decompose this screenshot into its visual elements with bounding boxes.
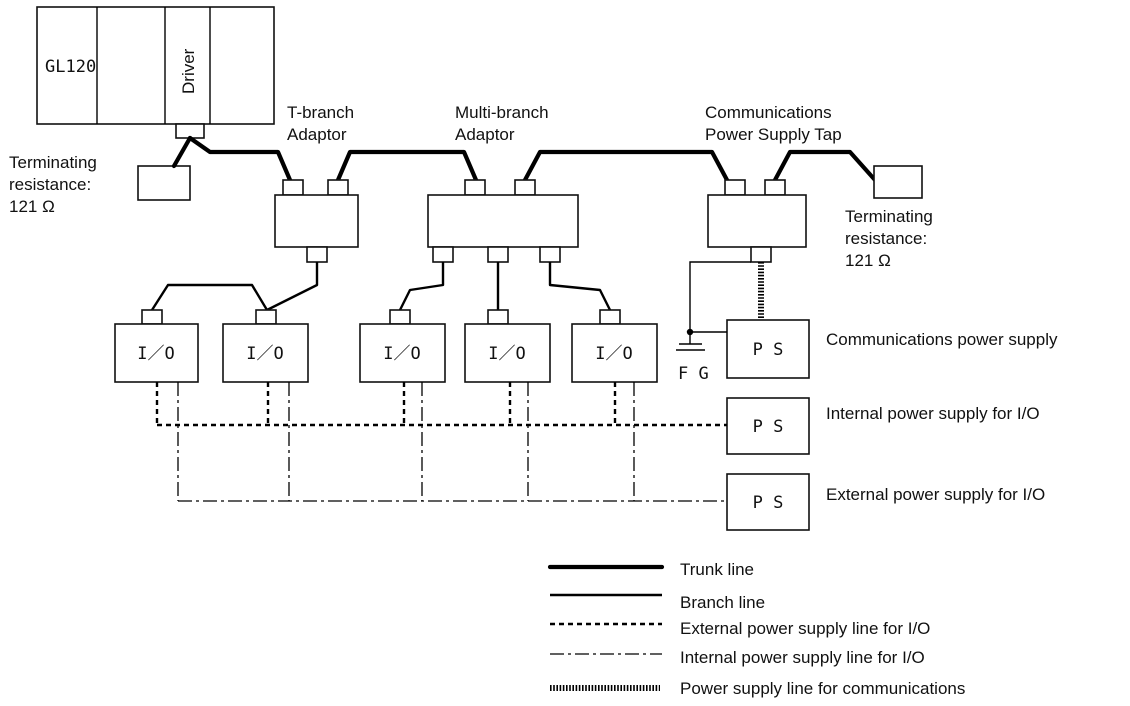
multi-branch-label-line2: Adaptor — [455, 125, 515, 144]
connector — [141, 309, 163, 325]
multi-branch-body — [427, 194, 579, 248]
trunk-segment — [772, 149, 878, 183]
io-unit: I／O — [114, 309, 199, 383]
terminating-resistor-right — [873, 165, 923, 199]
io-box — [359, 323, 446, 383]
connector — [389, 309, 411, 325]
term-left-line1: Terminating — [9, 153, 97, 172]
ps-description: External power supply for I/O — [826, 485, 1045, 504]
dashdot-power-line — [177, 382, 727, 502]
connector — [282, 179, 304, 196]
legend-label: External power supply line for I/O — [680, 619, 930, 638]
connector — [487, 246, 509, 263]
t-branch-body — [274, 194, 359, 248]
connector — [599, 309, 621, 325]
io-label: I／O — [595, 344, 632, 364]
branch-lines — [150, 262, 612, 312]
branch-segment — [398, 262, 445, 311]
trunk-segment — [187, 135, 293, 183]
branch-segment — [548, 262, 612, 311]
controller-unit: GL120 Driver — [36, 6, 275, 139]
io-label: I／O — [137, 344, 174, 364]
legend-label: Power supply line for communications — [680, 679, 965, 698]
connector — [464, 179, 486, 196]
connector — [750, 246, 772, 263]
ps-label: P S — [753, 493, 784, 513]
internal-power-supply-box — [726, 397, 810, 455]
legend-label: Trunk line — [680, 560, 754, 579]
driver-label: Driver — [179, 48, 198, 94]
driver-connector — [175, 123, 205, 139]
trunk-segment — [171, 135, 193, 169]
term-left-line3: 121 Ω — [9, 197, 55, 216]
multi-branch-adaptor — [427, 179, 579, 263]
t-branch-adaptor — [274, 179, 359, 263]
connector — [255, 309, 277, 325]
io-label: I／O — [488, 344, 525, 364]
io-units: I／O I／O I／O I／O I／O — [114, 309, 658, 383]
comm-tap-label-line1: Communications — [705, 103, 832, 122]
io-unit: I／O — [359, 309, 446, 383]
communications-power-supply-box — [726, 319, 810, 379]
trunk-line — [171, 135, 878, 183]
terminating-resistor-left — [137, 165, 191, 201]
io-label: I／O — [383, 344, 420, 364]
power-tap-body — [707, 194, 807, 248]
multi-branch-label-line1: Multi-branch — [455, 103, 549, 122]
io-box — [222, 323, 309, 383]
io-label: I／O — [246, 344, 283, 364]
ps-label: P S — [753, 417, 784, 437]
branch-segment — [150, 283, 269, 311]
io-unit: I／O — [222, 309, 309, 383]
connector — [432, 246, 454, 263]
term-left-line2: resistance: — [9, 175, 91, 194]
legend: Trunk line Branch line External power su… — [547, 560, 965, 698]
controller-frame — [36, 6, 275, 125]
trunk-segment — [335, 149, 479, 183]
term-right-line1: Terminating — [845, 207, 933, 226]
connector — [514, 179, 536, 196]
legend-label: Internal power supply line for I/O — [680, 648, 925, 667]
ps-description: Communications power supply — [826, 330, 1058, 349]
io-box — [571, 323, 658, 383]
connector — [327, 179, 349, 196]
branch-segment — [266, 262, 319, 312]
ground-wire — [689, 261, 751, 333]
connector — [724, 179, 746, 196]
connector — [764, 179, 786, 196]
power-supply-units: P S P S P S — [726, 319, 810, 531]
controller-model-label: GL120 — [45, 57, 96, 77]
io-unit: I／O — [571, 309, 658, 383]
ps-label: P S — [753, 340, 784, 360]
term-right-line2: resistance: — [845, 229, 927, 248]
comm-power-supply-tap — [707, 179, 807, 263]
io-unit: I／O — [464, 309, 551, 383]
legend-label: Branch line — [680, 593, 765, 612]
frame-ground: F G — [676, 261, 751, 384]
connector — [487, 309, 509, 325]
external-power-supply-box — [726, 473, 810, 531]
t-branch-label-line1: T-branch — [287, 103, 354, 122]
comm-tap-label-line2: Power Supply Tap — [705, 125, 842, 144]
dotted-power-line — [155, 382, 727, 427]
term-right-line3: 121 Ω — [845, 251, 891, 270]
ps-description: Internal power supply for I/O — [826, 404, 1040, 423]
component-labels: Terminating resistance: 121 Ω T-branch A… — [9, 103, 1058, 504]
trunk-segment — [522, 149, 730, 183]
t-branch-label-line2: Adaptor — [287, 125, 347, 144]
connector — [539, 246, 561, 263]
fg-label: F G — [678, 364, 709, 384]
io-box — [464, 323, 551, 383]
connector — [306, 246, 328, 263]
